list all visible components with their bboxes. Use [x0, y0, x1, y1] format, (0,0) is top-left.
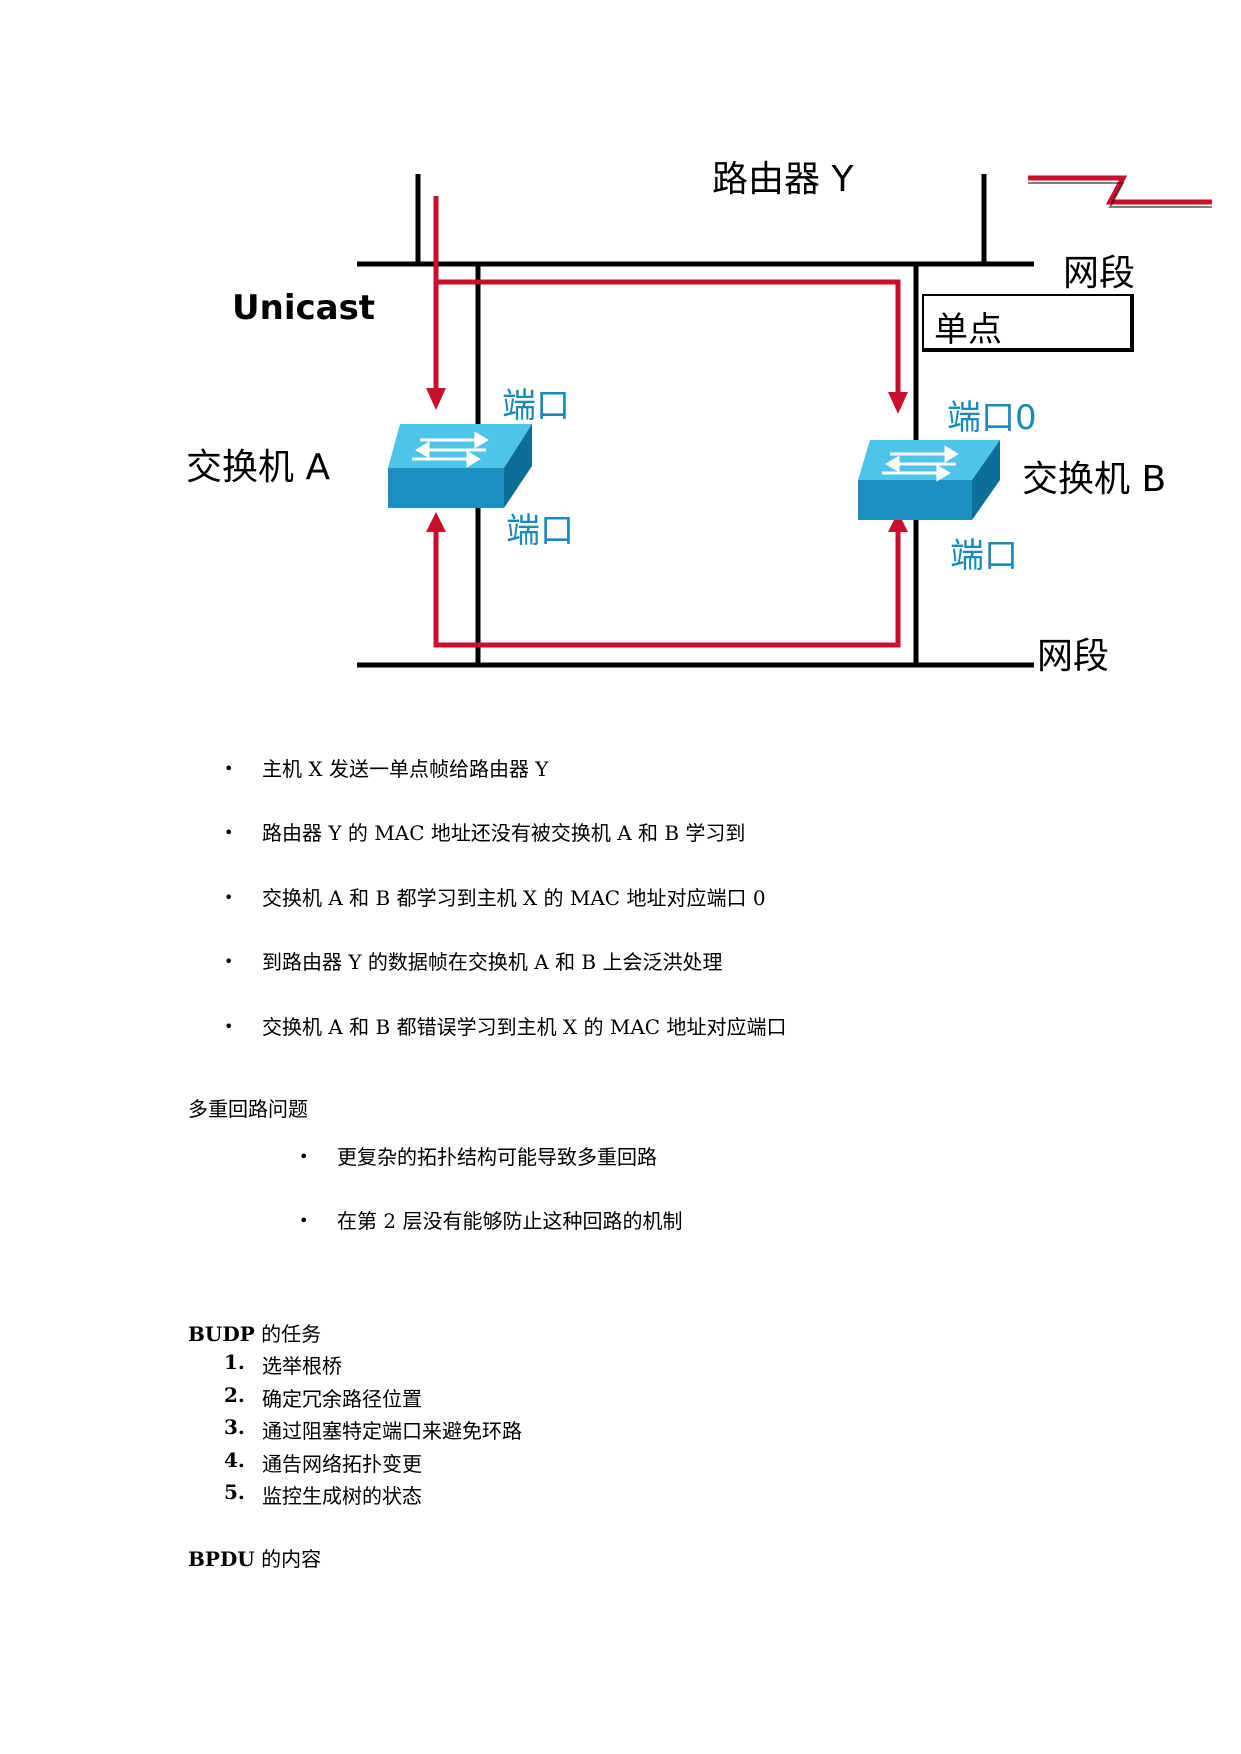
switch-a-port-bottom-label: 端口: [506, 511, 574, 551]
unicast-path-to-b: [436, 279, 901, 394]
switch-b-icon: [858, 440, 1000, 520]
flood-path-bottom: [433, 530, 901, 648]
arrow-up-b-icon: [888, 512, 908, 532]
router-y-label: 路由器 Y: [712, 159, 854, 200]
switch-b-port-bottom-label: 端口: [950, 536, 1018, 576]
switch-b-label: 交换机 B: [1022, 459, 1167, 500]
switch-b-port-0-label: 端口0: [947, 398, 1037, 438]
unicast-frame-box: 单点: [922, 294, 1134, 352]
bpdu-heading: BPDU 的内容: [188, 1547, 322, 1571]
unicast-label: Unicast: [232, 288, 376, 328]
arrow-down-a-icon: [426, 388, 446, 410]
switch-a-port-top-label: 端口: [502, 386, 570, 426]
loop-diagram: 路由器 Y 网段 Unicast 单点 端口 端口0 交换机 A 交换机 B 端…: [0, 0, 1241, 720]
budp-heading: BUDP 的任务: [188, 1322, 322, 1346]
switch-a-icon: [388, 424, 532, 508]
unicast-box-label: 单点: [934, 310, 1002, 350]
segment-bottom-label: 网段: [1037, 636, 1110, 677]
switch-a-label: 交换机 A: [186, 447, 331, 488]
loop-heading: 多重回路问题: [188, 1097, 308, 1121]
segment-top-label: 网段: [1063, 253, 1136, 294]
network-topology-svg: [357, 174, 1212, 668]
arrow-down-b-icon: [888, 392, 908, 414]
arrow-up-a-icon: [426, 512, 446, 532]
wan-link-icon: [1028, 175, 1212, 205]
